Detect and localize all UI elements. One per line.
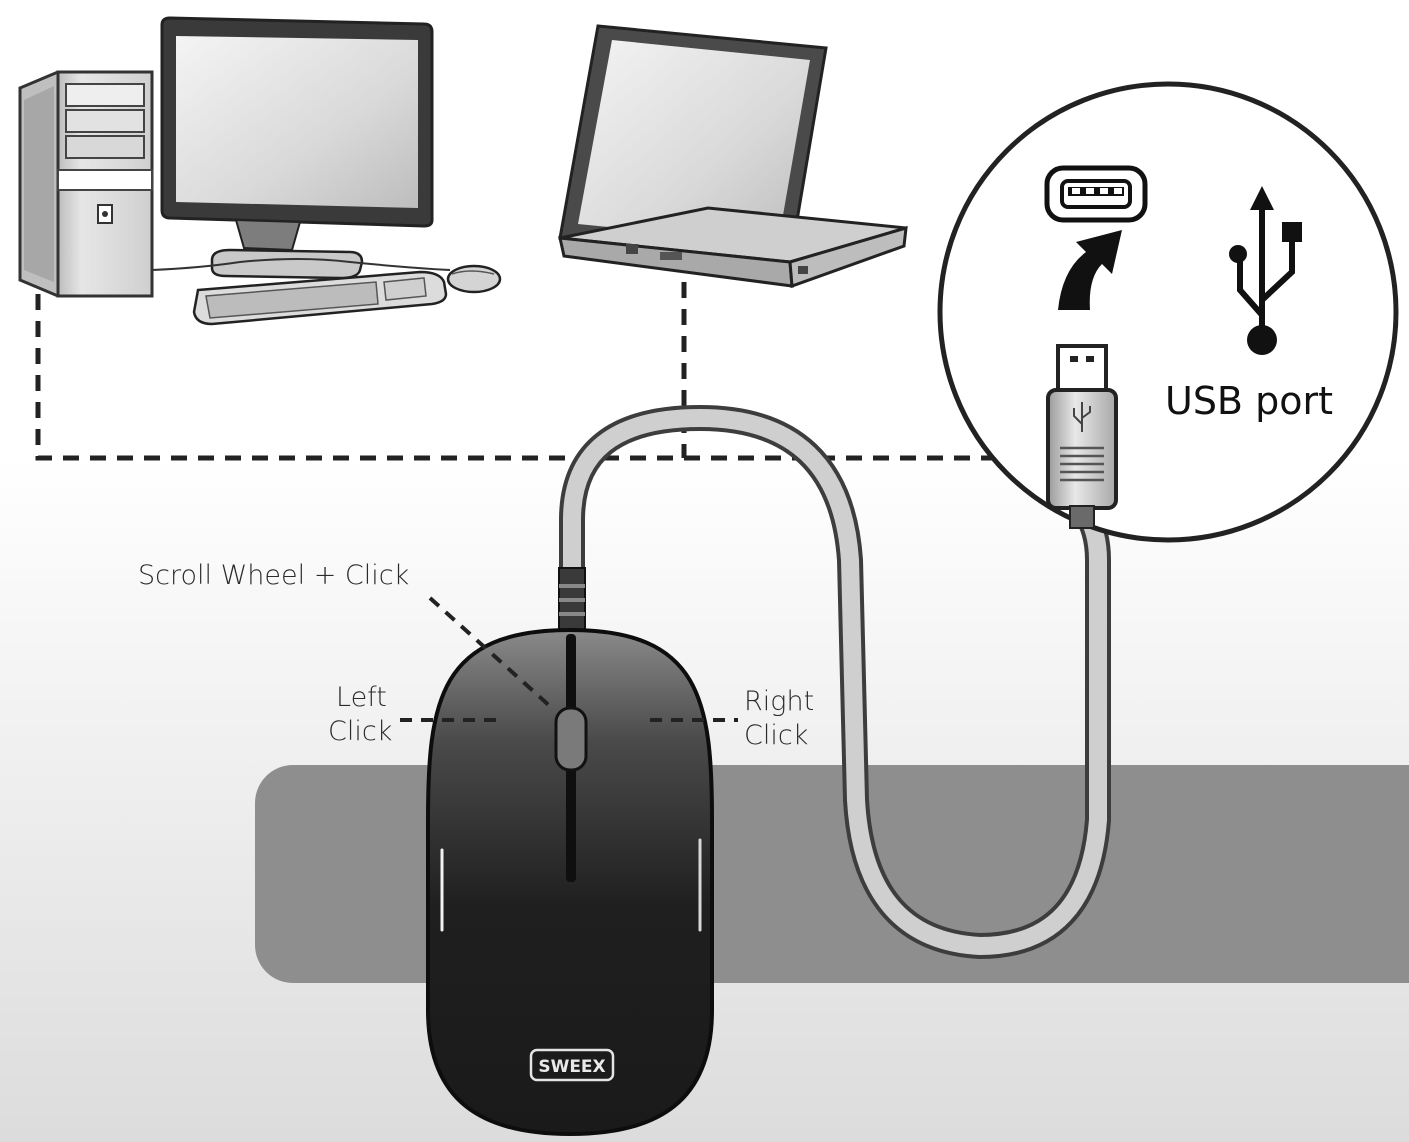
pc-monitor	[160, 16, 434, 280]
usb-plug	[1046, 344, 1118, 529]
scroll-wheel-label: Scroll Wheel + Click	[138, 560, 409, 591]
usb-icon	[1229, 186, 1302, 355]
pc-tower	[18, 70, 154, 298]
pc-mouse	[151, 258, 502, 294]
usb-plug-logo-icon	[1073, 402, 1091, 432]
sweex-mouse: SWEEX	[426, 627, 714, 1137]
curved-arrow-icon	[1058, 230, 1122, 310]
laptop-computer	[558, 24, 908, 289]
callout-leaders	[400, 596, 738, 722]
sweex-logo: SWEEX	[529, 1048, 615, 1082]
scroll-wheel	[554, 706, 588, 772]
left-click-label-line1: Left	[336, 682, 387, 713]
usb-socket-icon	[1044, 165, 1148, 223]
right-click-label-line1: Right	[744, 686, 814, 717]
pc-keyboard	[192, 270, 448, 326]
usb-cable	[558, 404, 1111, 960]
logo-text: SWEEX	[538, 1057, 605, 1077]
desktop-computer	[18, 16, 502, 326]
usb-port-label: USB port	[1165, 379, 1333, 423]
left-click-label-line2: Click	[328, 716, 392, 747]
right-click-label-line2: Click	[744, 720, 808, 751]
usb-port-callout: USB port	[937, 81, 1399, 543]
